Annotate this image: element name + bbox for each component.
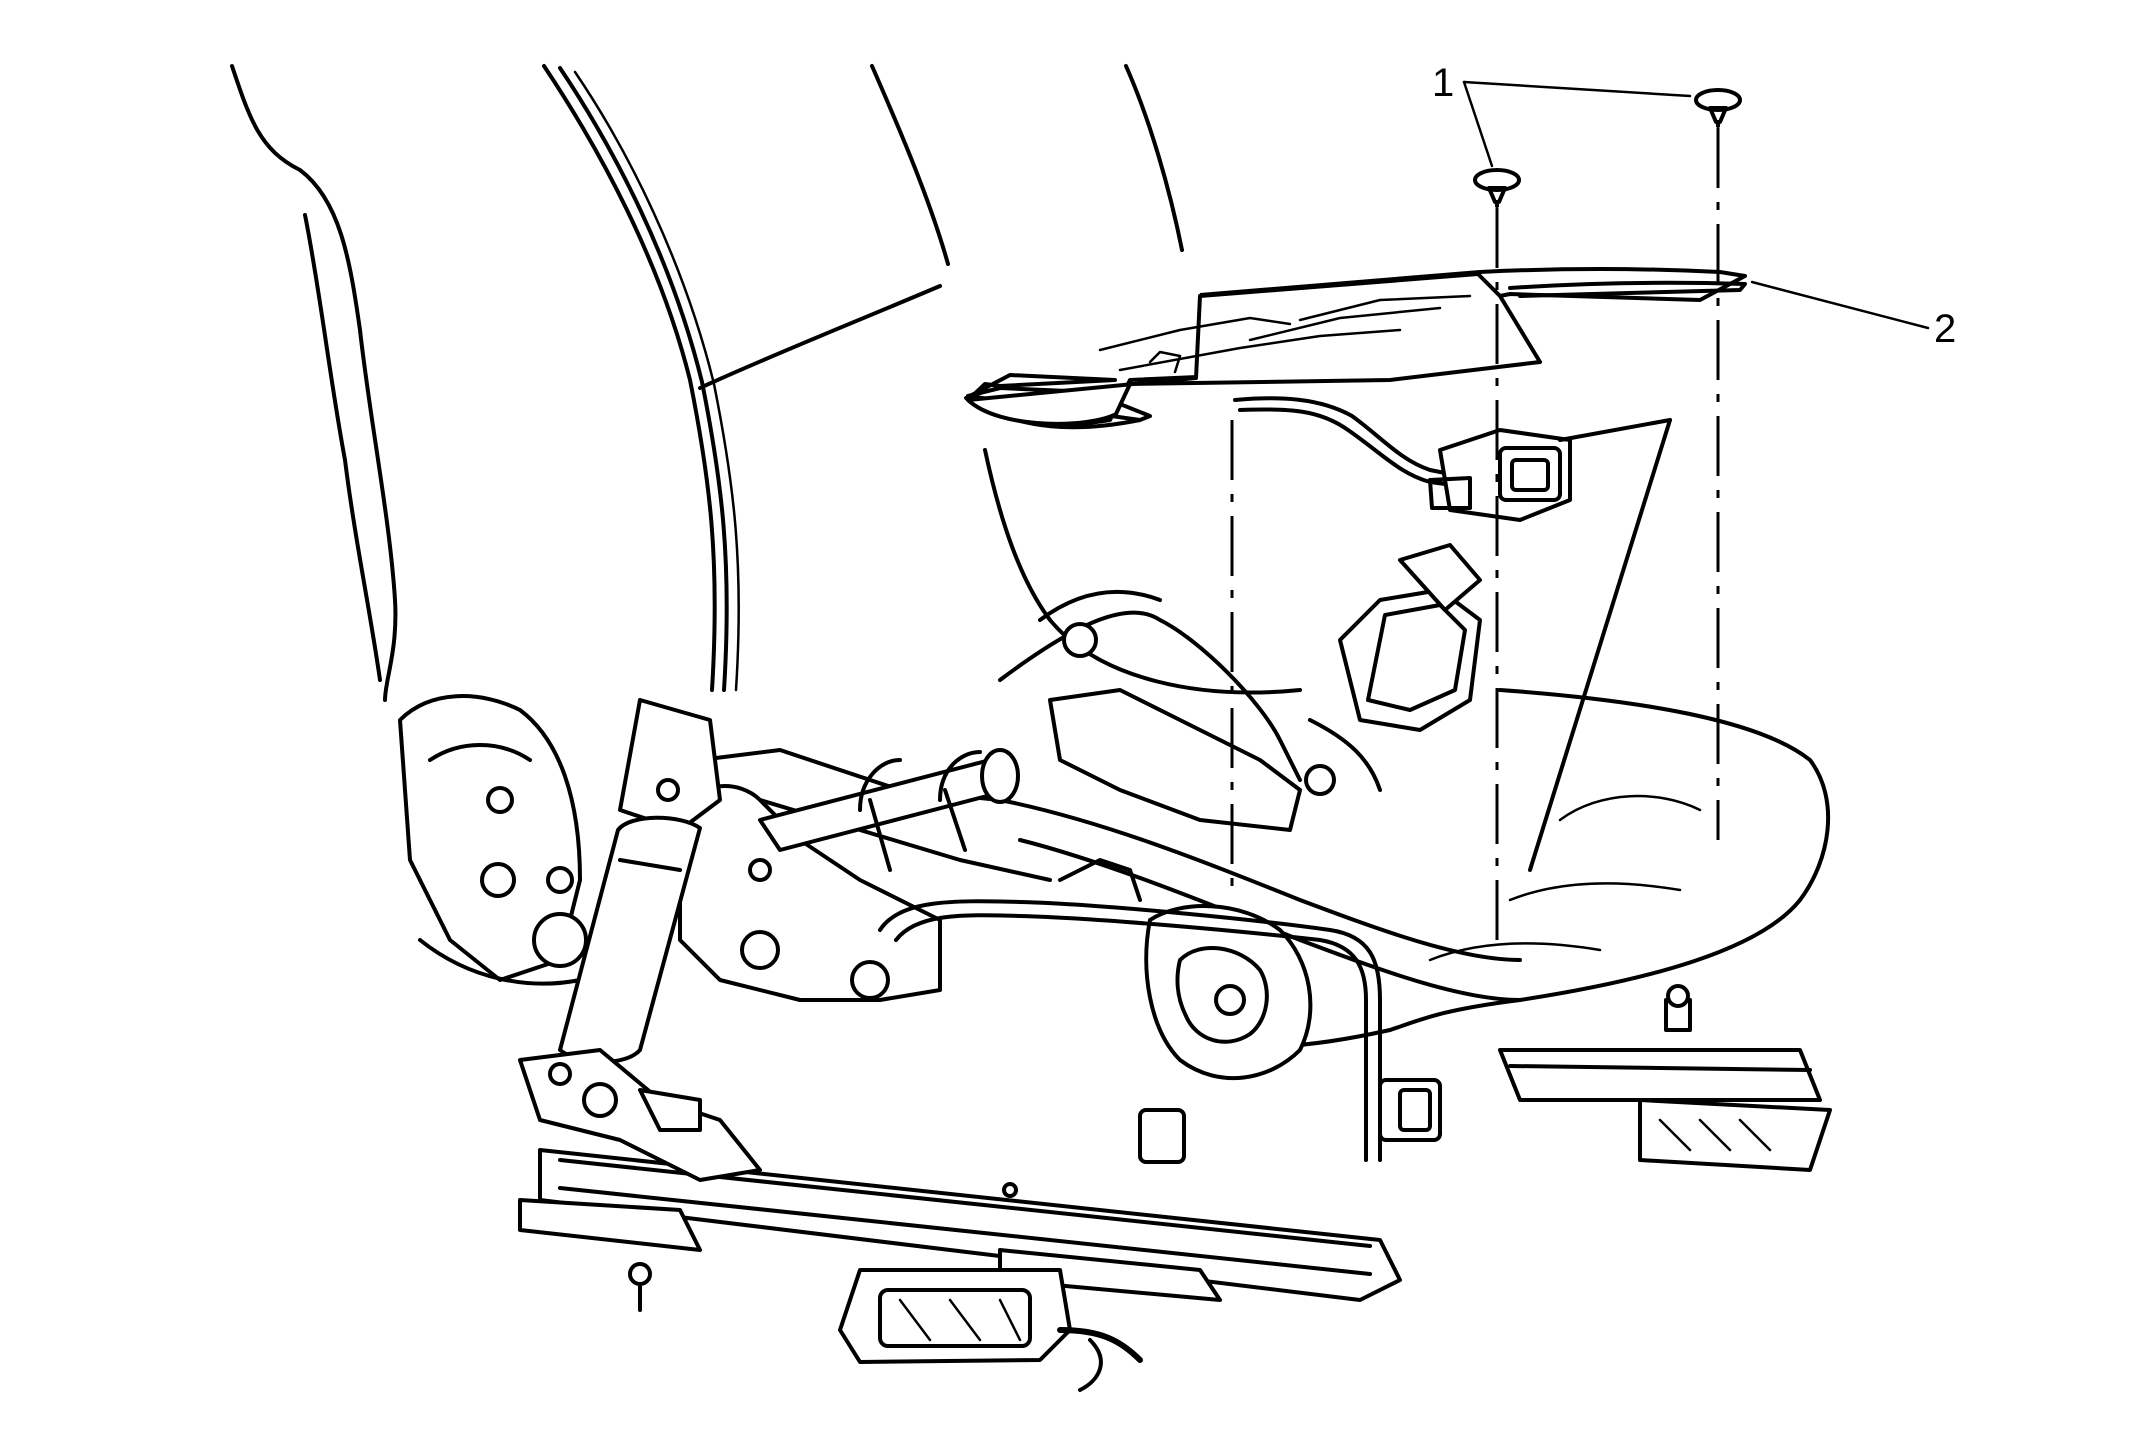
seat-track-right	[1498, 984, 1832, 1172]
recliner-arm	[558, 698, 772, 1064]
seatback-hinge	[398, 694, 588, 986]
callout-leaders	[1462, 80, 1930, 330]
sensor-mat	[964, 267, 1747, 488]
installation-guide-lines	[1230, 128, 1720, 950]
seat-track-left	[518, 1148, 1402, 1312]
seat-back	[230, 64, 1184, 702]
callout-1-label: 1	[1432, 61, 1454, 105]
seat-frame	[618, 589, 1522, 1081]
push-in-retainer-front	[1473, 168, 1521, 208]
callout-2-label: 2	[1934, 307, 1956, 351]
push-in-retainer-rear	[1694, 88, 1742, 128]
height-adjust-mechanism	[518, 1048, 762, 1182]
seat-belt-buckle	[1308, 543, 1482, 792]
sensor-connector	[1428, 428, 1572, 522]
seat-cushion	[983, 448, 1831, 1049]
harness-connector	[1138, 1078, 1442, 1164]
sensing-module	[838, 1268, 1143, 1392]
wire-loop	[878, 858, 1382, 1162]
